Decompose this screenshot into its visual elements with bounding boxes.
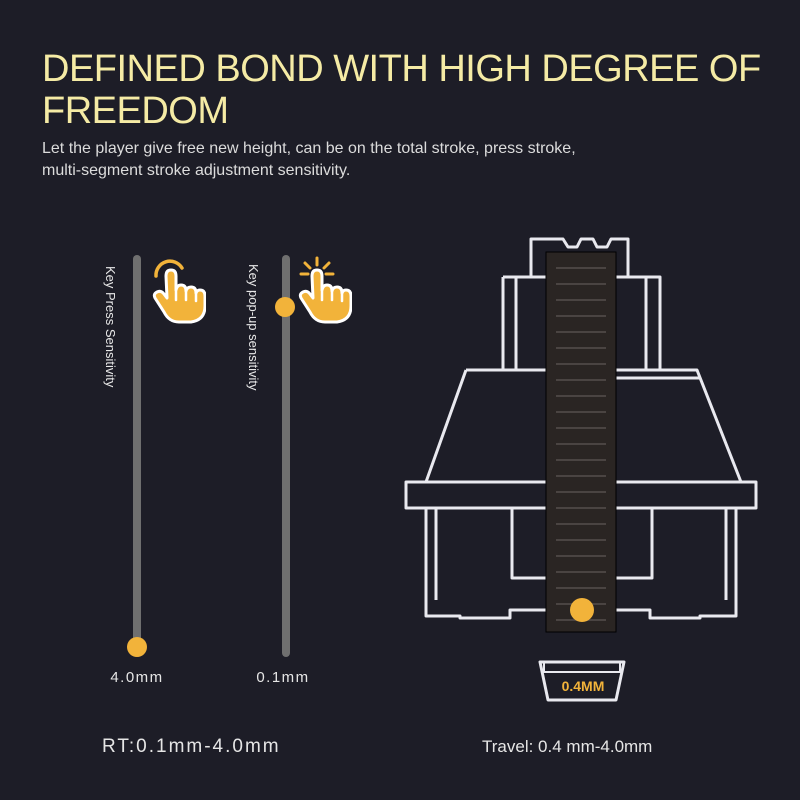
key-popup-slider-label: Key pop-up sensitivity <box>246 264 261 391</box>
page-headline: DEFINED BOND WITH HIGH DEGREE OF FREEDOM <box>42 48 761 132</box>
switch-cross-section-diagram <box>404 237 758 702</box>
key-press-slider-value: 4.0mm <box>110 669 164 686</box>
travel-marker-dot <box>570 598 594 622</box>
key-press-slider-label: Key Press Sensitivity <box>103 266 118 388</box>
page-subtitle: Let the player give free new height, can… <box>42 140 576 179</box>
key-popup-slider-track[interactable] <box>282 255 290 657</box>
pointing-hand-icon <box>298 256 352 324</box>
travel-badge-label: 0.4MM <box>561 678 605 694</box>
pointing-hand-icon <box>152 259 206 324</box>
key-press-slider-knob[interactable] <box>127 637 147 657</box>
key-press-slider-track[interactable] <box>133 255 141 653</box>
rt-range-text: RT:0.1mm-4.0mm <box>102 736 281 757</box>
key-popup-slider-knob[interactable] <box>275 297 295 317</box>
travel-range-text: Travel: 0.4 mm-4.0mm <box>482 737 653 756</box>
key-popup-slider-value: 0.1mm <box>256 669 310 686</box>
